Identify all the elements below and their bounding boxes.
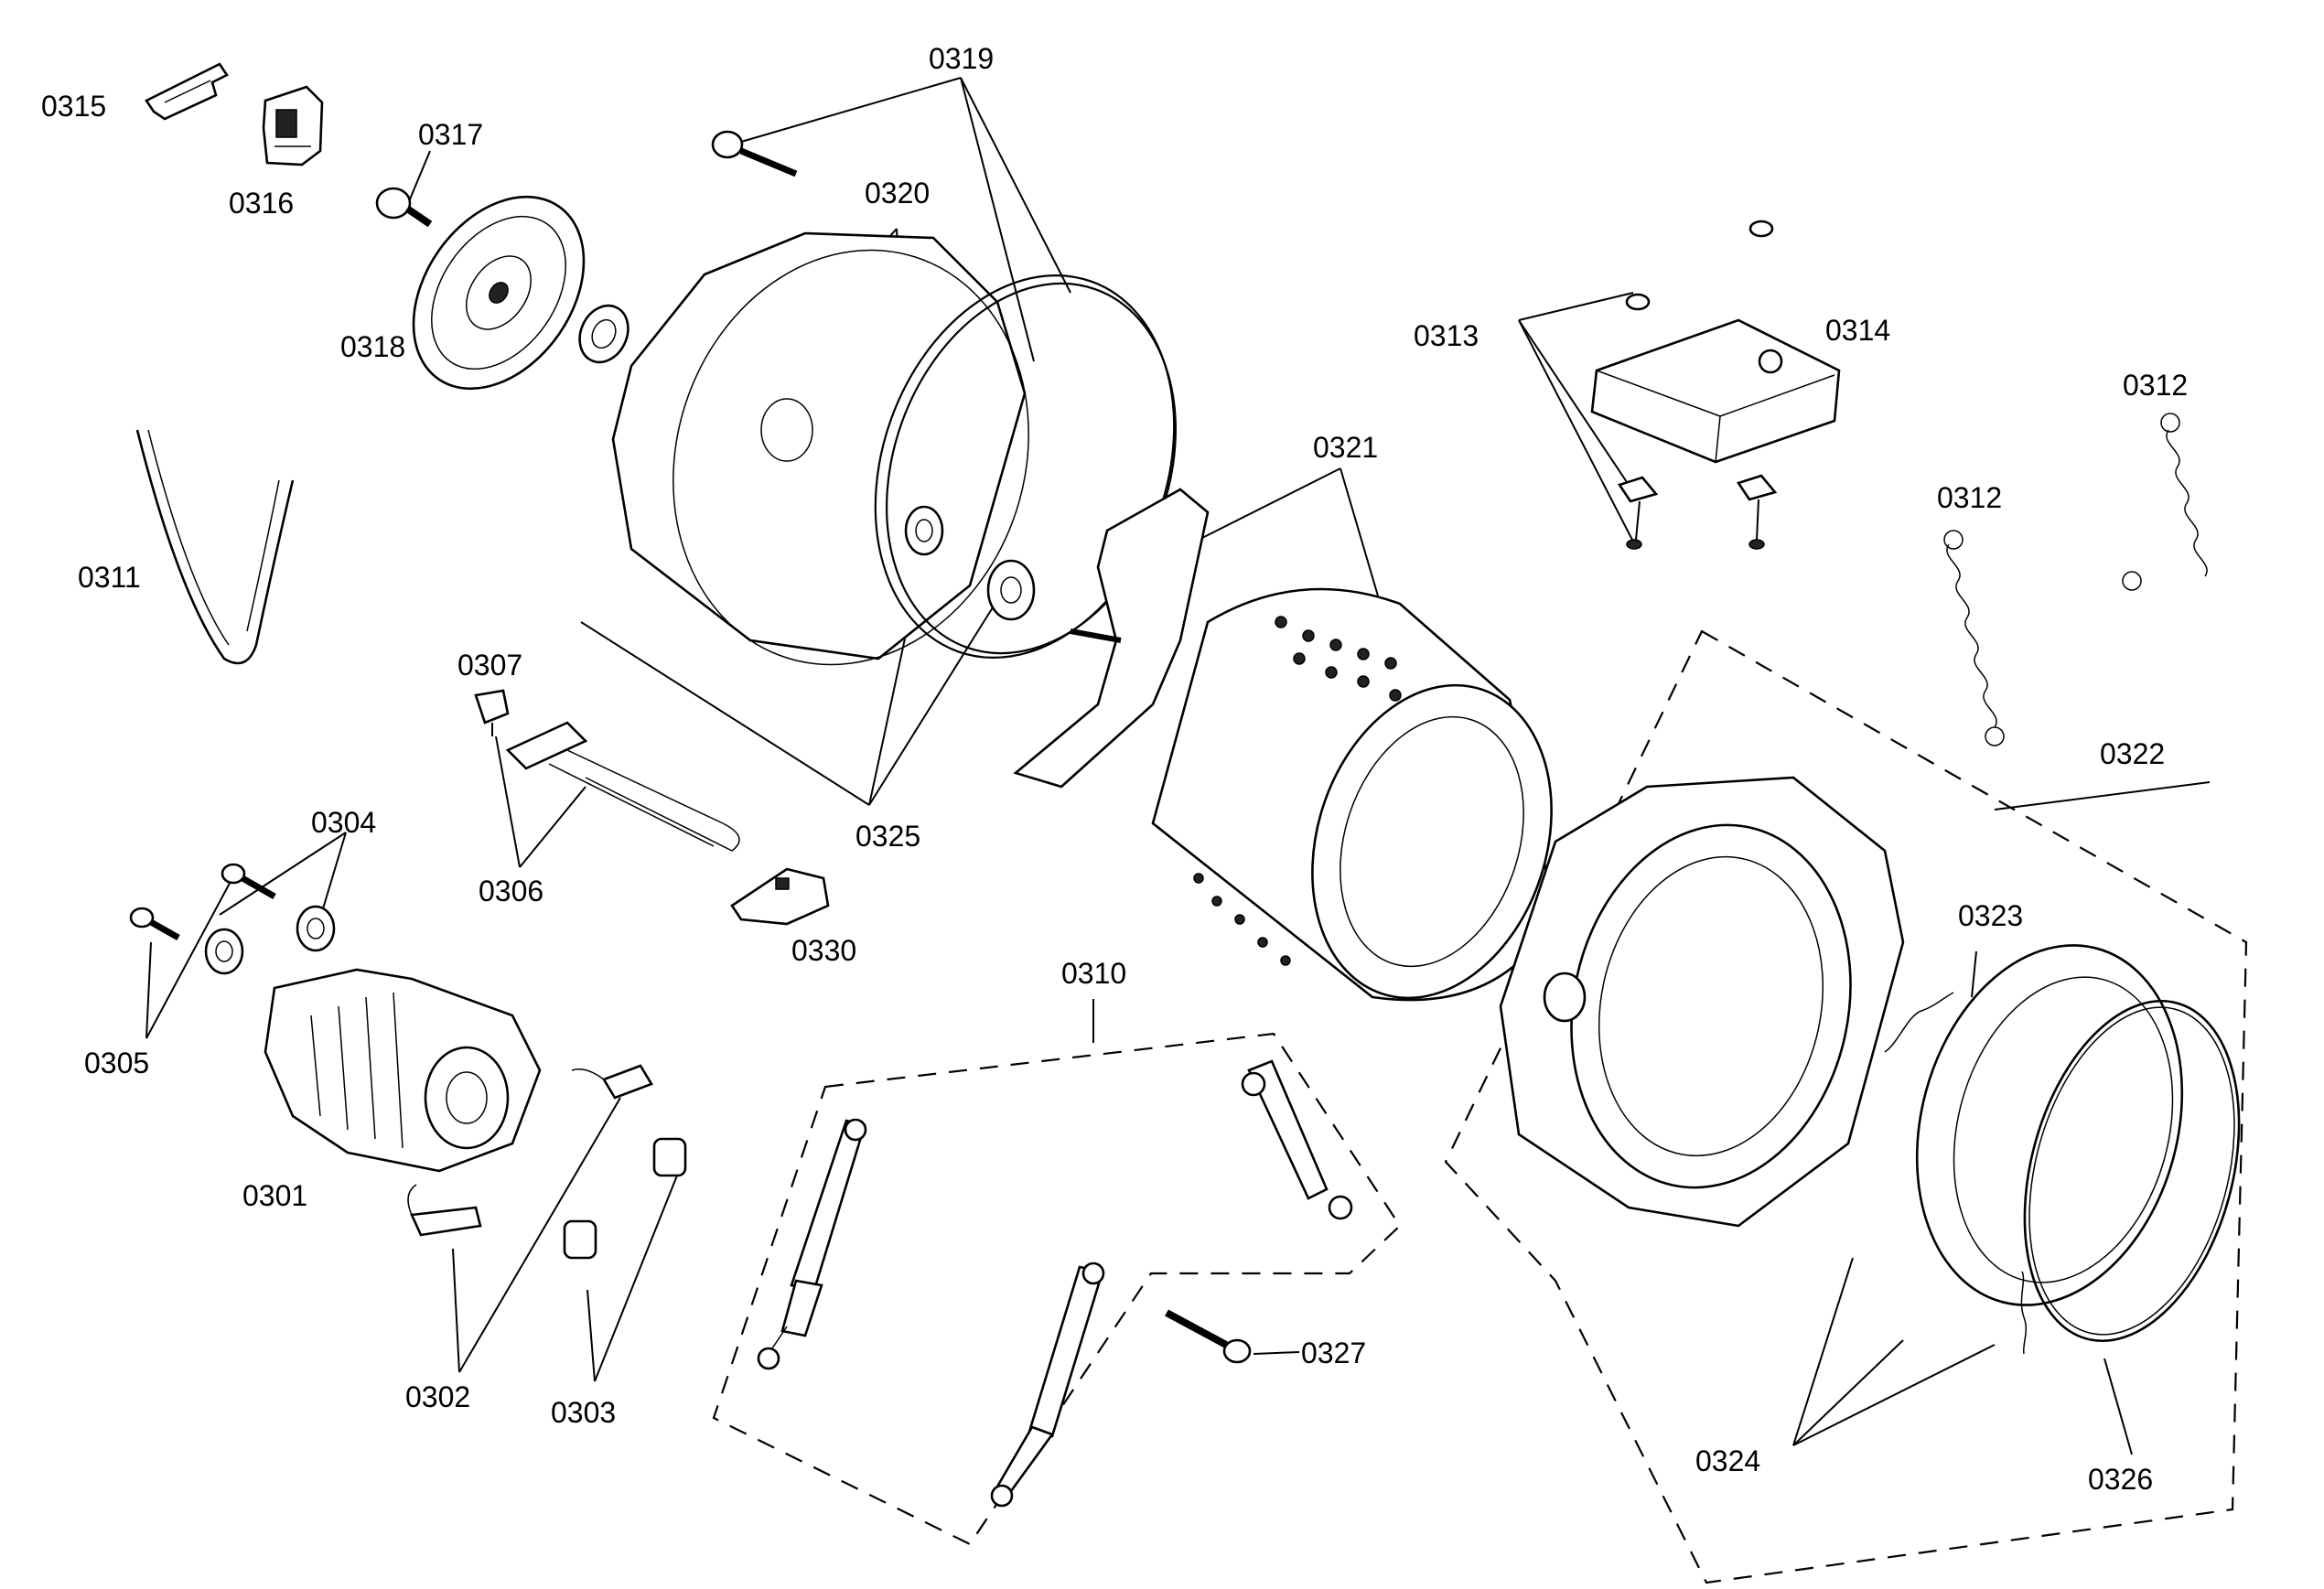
label-0324: 0324 — [1695, 1444, 1760, 1477]
part-0301-motor — [264, 968, 542, 1173]
label-0322: 0322 — [2100, 737, 2165, 770]
part-0311-belt — [135, 429, 295, 665]
part-0312-springs — [1943, 413, 2208, 746]
label-0313: 0313 — [1414, 319, 1479, 352]
label-0303: 0303 — [551, 1396, 616, 1429]
label-0311: 0311 — [78, 561, 141, 594]
part-0319-screw — [711, 130, 798, 177]
label-0319: 0319 — [929, 42, 994, 75]
part-0310-dampers — [757, 1059, 1353, 1508]
label-0314: 0314 — [1825, 314, 1890, 347]
part-0327-bolt — [1165, 1309, 1252, 1364]
part-bearing — [578, 304, 629, 364]
part-0321-drum — [1013, 488, 1557, 1002]
part-0303-couplings — [563, 1137, 687, 1260]
label-0304: 0304 — [311, 806, 376, 839]
label-0310: 0310 — [1061, 957, 1126, 990]
group-outline-0322 — [1444, 629, 2248, 1584]
label-0325: 0325 — [855, 820, 920, 853]
part-0306-heater — [505, 721, 740, 852]
part-0305-bolts — [129, 863, 276, 941]
part-0316-switch — [262, 85, 324, 166]
label-0312b: 0312 — [1937, 481, 2002, 514]
part-labels: 0315 0316 0317 0318 0311 0319 0320 0321 … — [41, 42, 2188, 1496]
part-0307-sensor — [474, 689, 510, 736]
label-0312a: 0312 — [2123, 369, 2188, 402]
label-0306: 0306 — [479, 875, 543, 907]
part-0320-rear-tub — [611, 231, 1177, 666]
label-0330: 0330 — [791, 934, 856, 967]
label-0326: 0326 — [2088, 1463, 2153, 1496]
part-0315-connector — [145, 62, 229, 121]
group-outline-0310 — [712, 1032, 1402, 1546]
part-0324-door-seal — [1884, 944, 2241, 1355]
label-0317: 0317 — [418, 118, 483, 151]
label-0321: 0321 — [1313, 431, 1378, 464]
label-0307: 0307 — [457, 649, 522, 682]
part-0313-fasteners — [1617, 220, 1778, 550]
label-0301: 0301 — [242, 1179, 307, 1212]
label-0318: 0318 — [340, 330, 405, 363]
label-0316: 0316 — [229, 187, 294, 220]
label-0315: 0315 — [41, 90, 106, 123]
part-0302-brushes — [407, 1064, 653, 1237]
part-0318-pulley — [412, 195, 586, 391]
part-0314-counterweight — [1590, 318, 1841, 464]
label-0302: 0302 — [405, 1380, 470, 1413]
label-0323: 0323 — [1958, 899, 2023, 932]
part-0330-bracket — [730, 867, 830, 926]
part-0317-bolt — [375, 187, 433, 228]
label-0320: 0320 — [865, 177, 930, 209]
part-0322-front-tub — [1499, 776, 1905, 1228]
part-0304-bushings — [204, 905, 336, 975]
label-0305: 0305 — [84, 1047, 149, 1079]
label-0327: 0327 — [1301, 1337, 1366, 1369]
